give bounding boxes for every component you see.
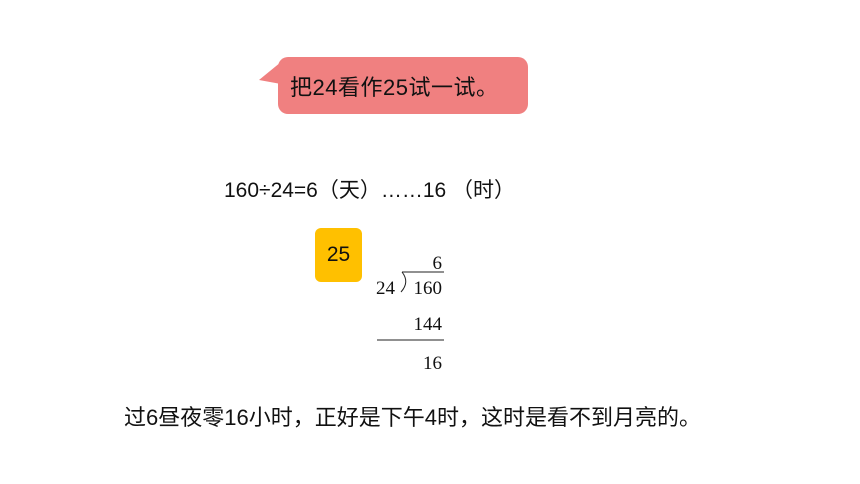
speech-bubble: 把24看作25试一试。 xyxy=(278,57,528,114)
speech-bubble-text: 把24看作25试一试。 xyxy=(290,74,499,100)
long-division: 6 24 160 144 16 xyxy=(370,248,450,378)
estimate-badge: 25 xyxy=(315,228,362,282)
divisor: 24 xyxy=(376,278,395,299)
speech-bubble-tail xyxy=(259,62,281,84)
division-bracket xyxy=(400,271,407,293)
remainder: 16 xyxy=(423,353,442,374)
long-division-lines xyxy=(377,271,444,341)
quotient: 6 xyxy=(432,253,443,274)
conclusion-text: 过6昼夜零16小时，正好是下午4时，这时是看不到月亮的。 xyxy=(124,405,701,430)
dividend: 160 xyxy=(413,278,443,299)
division-equation: 160÷24=6（天）……16 （时） xyxy=(224,179,516,202)
product: 144 xyxy=(413,314,443,335)
